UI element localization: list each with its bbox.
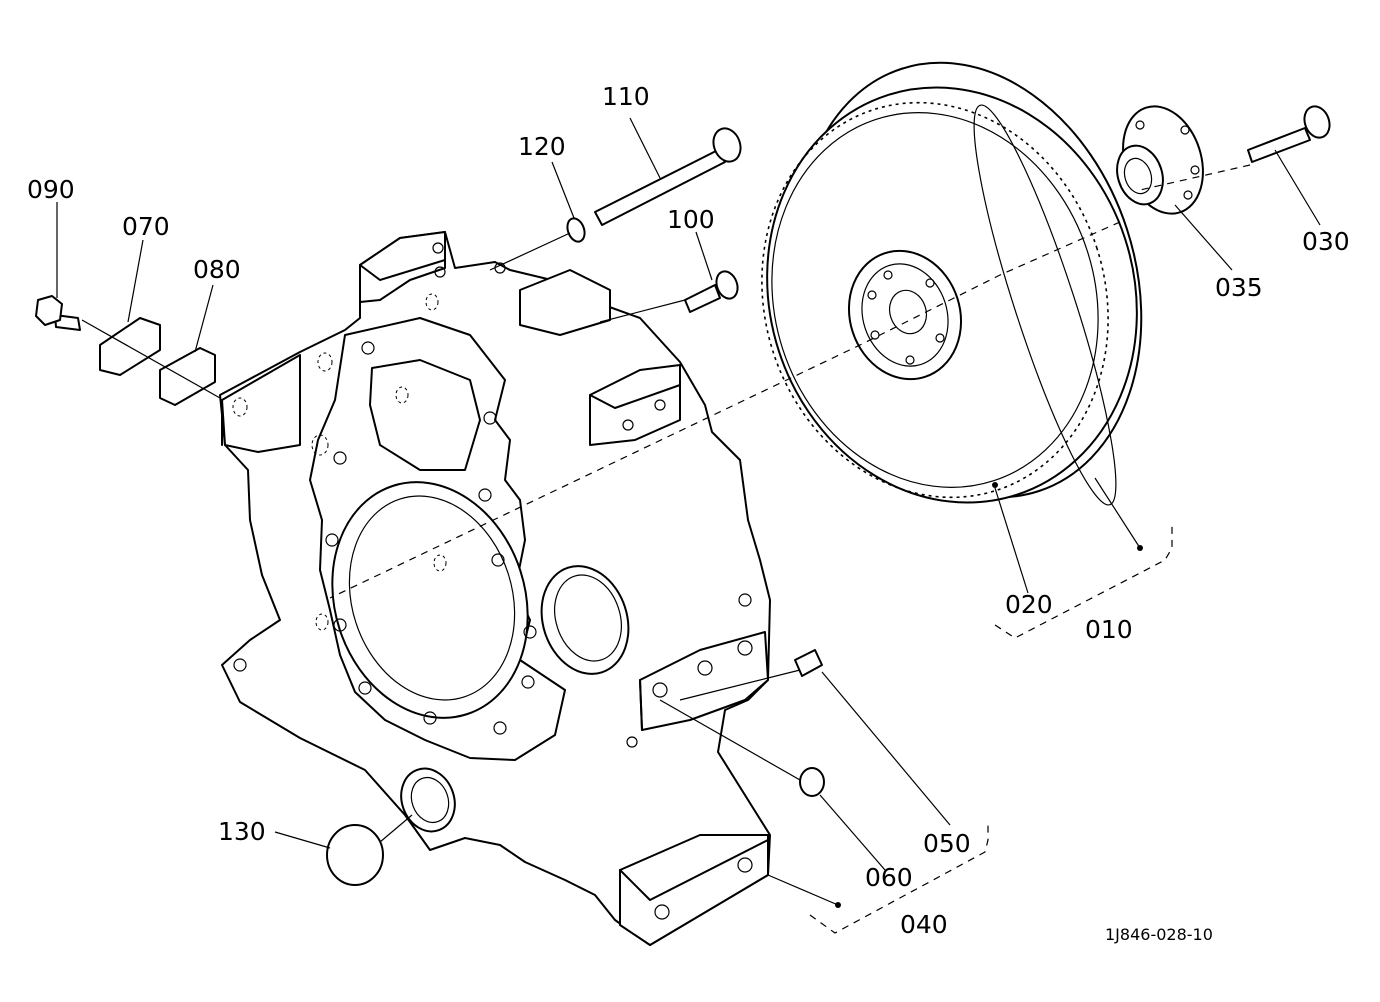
bolt-030 bbox=[1247, 105, 1331, 163]
callout-130: 130 bbox=[218, 817, 266, 846]
callout-060: 060 bbox=[865, 863, 913, 892]
callout-070: 070 bbox=[122, 212, 170, 241]
callout-020: 020 bbox=[1005, 590, 1053, 619]
pin-050 bbox=[794, 649, 823, 677]
callout-090: 090 bbox=[27, 175, 75, 204]
flywheel-housing bbox=[219, 231, 771, 946]
gasket-080 bbox=[159, 347, 216, 406]
ring-gear bbox=[761, 101, 1109, 499]
callout-040: 040 bbox=[900, 910, 948, 939]
callout-110: 110 bbox=[602, 82, 650, 111]
callout-080: 080 bbox=[193, 255, 241, 284]
drawing-code: 1J846-028-10 bbox=[1105, 925, 1213, 944]
callout-035: 035 bbox=[1215, 273, 1263, 302]
callout-050: 050 bbox=[923, 829, 971, 858]
coupling-hub bbox=[1116, 105, 1204, 215]
callout-100: 100 bbox=[667, 205, 715, 234]
assembly-centerlines bbox=[81, 164, 1251, 781]
bolt-110 bbox=[594, 127, 742, 226]
flywheel bbox=[761, 61, 1143, 506]
callout-030: 030 bbox=[1302, 227, 1350, 256]
bolt-090 bbox=[35, 295, 81, 331]
leader-lines bbox=[56, 117, 1321, 934]
bushing-060 bbox=[799, 767, 825, 797]
callout-120: 120 bbox=[518, 132, 566, 161]
washer-120 bbox=[566, 217, 586, 243]
bolt-100 bbox=[684, 270, 739, 313]
callout-010: 010 bbox=[1085, 615, 1133, 644]
plug-130 bbox=[326, 824, 384, 886]
